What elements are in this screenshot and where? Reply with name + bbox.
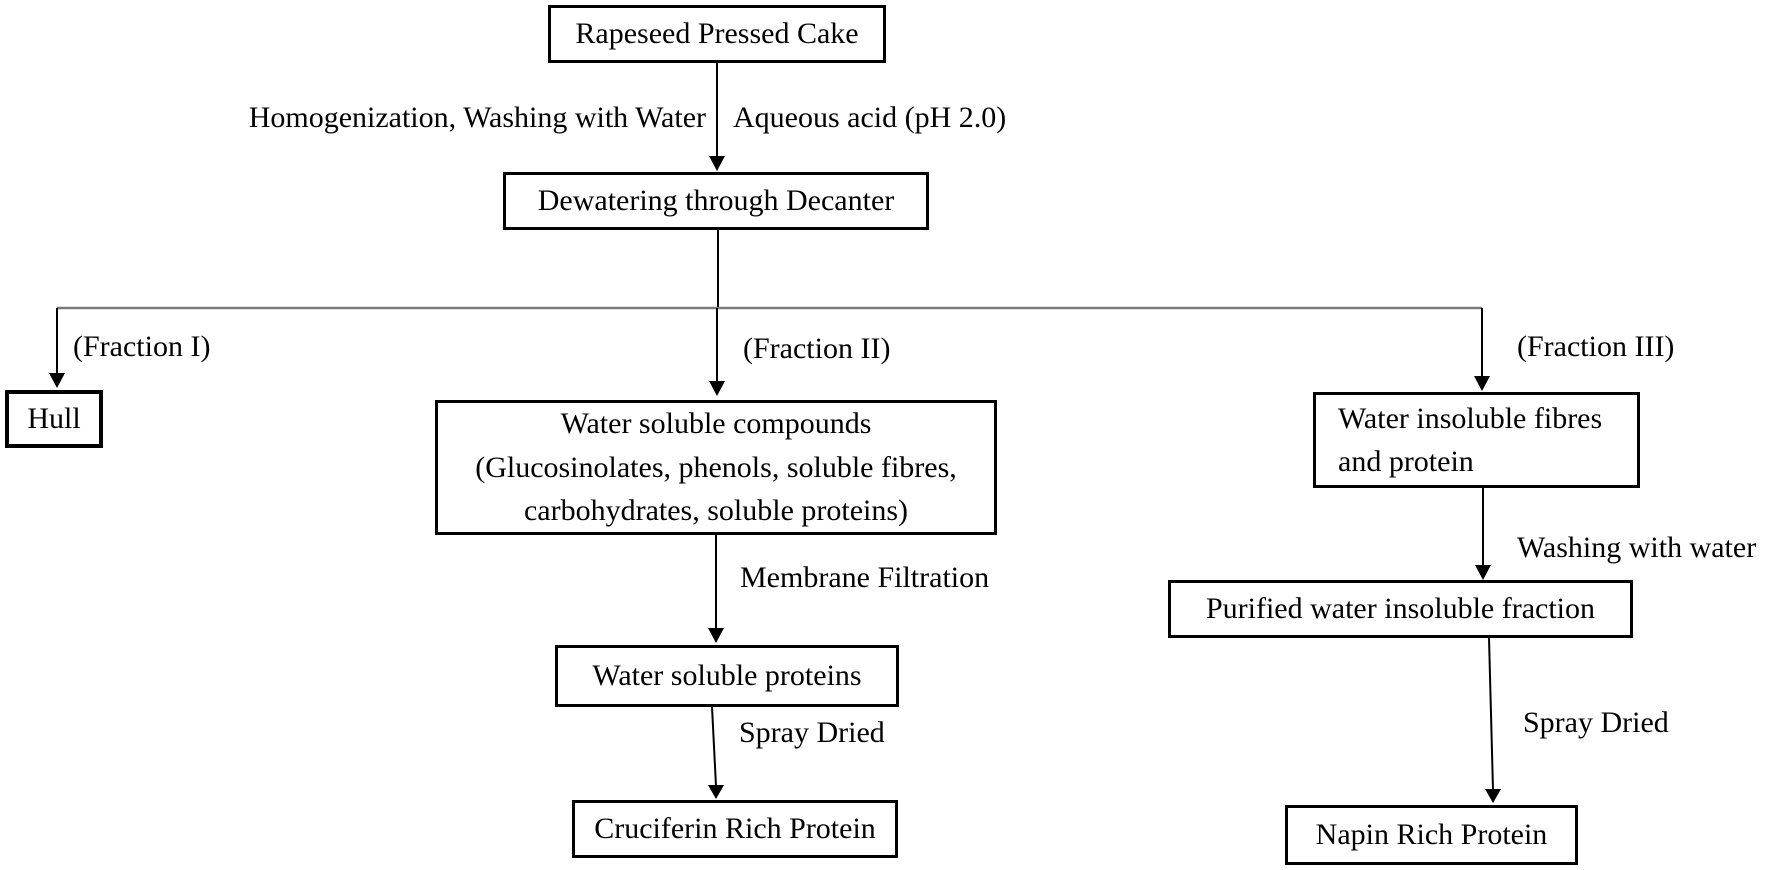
label-washing-with-water-text: Washing with water [1517, 531, 1757, 564]
label-spray-dried-center-text: Spray Dried [739, 716, 885, 749]
node-compounds-line-1: Water soluble compounds [560, 407, 872, 441]
node-proteins-label: Water soluble proteins [592, 659, 862, 693]
label-membrane-filtration: Membrane Filtration [740, 561, 989, 594]
node-water-soluble-proteins: Water soluble proteins [555, 645, 899, 707]
arrowhead-compounds-to-proteins [708, 628, 724, 643]
arrow-purified-to-napin [1488, 637, 1494, 791]
label-spray-dried-right-text: Spray Dried [1523, 706, 1669, 739]
arrow-proteins-to-cruciferin [711, 706, 717, 787]
label-fraction-3-text: (Fraction III) [1517, 330, 1675, 363]
label-homogenization-washing: Homogenization, Washing with Water [249, 101, 706, 134]
node-water-soluble-compounds: Water soluble compounds (Glucosinolates,… [435, 400, 997, 535]
label-homogenization-text: Homogenization, Washing with Water [248, 101, 706, 134]
arrowhead-proteins-to-cruciferin [708, 785, 724, 799]
label-spray-dried-right: Spray Dried [1523, 706, 1669, 739]
node-purified-insoluble-fraction: Purified water insoluble fraction [1168, 580, 1633, 638]
arrowhead-branch-to-compounds [709, 381, 725, 396]
node-insoluble-line-2: and protein [1338, 445, 1474, 478]
label-fraction-3: (Fraction III) [1517, 330, 1674, 363]
node-napin-label: Napin Rich Protein [1315, 818, 1548, 852]
label-fraction-2-text: (Fraction II) [743, 332, 891, 365]
node-rapeseed-pressed-cake: Rapeseed Pressed Cake [548, 5, 886, 63]
node-water-insoluble-fibres: Water insoluble fibres and protein [1313, 392, 1640, 488]
node-cruciferin-label: Cruciferin Rich Protein [594, 812, 876, 846]
node-compounds-line-2: (Glucosinolates, phenols, soluble fibres… [475, 450, 957, 484]
node-compounds-line-3: carbohydrates, soluble proteins) [523, 494, 909, 528]
arrowhead-branch-to-insoluble [1474, 376, 1490, 391]
label-fraction-2: (Fraction II) [743, 332, 890, 365]
label-washing-with-water: Washing with water [1517, 531, 1756, 564]
node-dewatering-decanter: Dewatering through Decanter [503, 172, 929, 230]
arrowhead-purified-to-napin [1485, 789, 1501, 803]
node-cruciferin-rich-protein: Cruciferin Rich Protein [572, 800, 898, 858]
label-fraction-1-text: (Fraction I) [73, 330, 211, 363]
label-aqueous-acid: Aqueous acid (pH 2.0) [733, 101, 1006, 134]
node-purified-label: Purified water insoluble fraction [1205, 592, 1596, 626]
node-hull: Hull [5, 390, 103, 448]
node-insoluble-line-1: Water insoluble fibres [1338, 401, 1603, 435]
node-rapeseed-label: Rapeseed Pressed Cake [575, 17, 859, 51]
label-fraction-1: (Fraction I) [73, 330, 210, 363]
node-hull-label: Hull [27, 402, 81, 436]
node-napin-rich-protein: Napin Rich Protein [1285, 805, 1578, 865]
arrowhead-insoluble-to-purified [1475, 565, 1491, 580]
node-dewatering-label: Dewatering through Decanter [537, 184, 895, 218]
arrowhead-rapeseed-to-dewatering [709, 156, 725, 171]
arrowhead-branch-to-hull [49, 373, 65, 388]
label-membrane-filtration-text: Membrane Filtration [740, 561, 990, 594]
label-aqueous-acid-text: Aqueous acid (pH 2.0) [733, 101, 1007, 134]
label-spray-dried-center: Spray Dried [739, 716, 885, 749]
